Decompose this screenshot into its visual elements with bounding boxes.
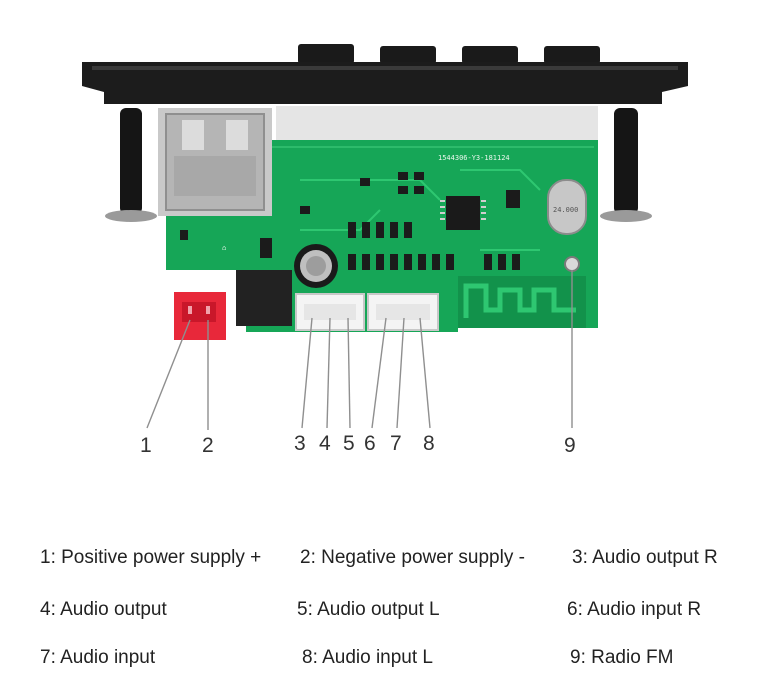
callout-9: 9 (564, 434, 576, 457)
display-window (276, 106, 598, 144)
legend-item-8: 8: Audio input L (302, 647, 433, 668)
module-diagram: 1544306-Y3-181124 ⌂ 24.000 (82, 44, 688, 457)
legend-item-4: 4: Audio output (40, 599, 167, 620)
front-panel (82, 62, 688, 104)
legend-item-7: 7: Audio input (40, 647, 156, 668)
callout-7: 7 (390, 432, 402, 455)
callout-3: 3 (294, 432, 306, 455)
mounting-posts (105, 108, 652, 222)
callout-8: 8 (423, 432, 435, 455)
panel-buttons (298, 44, 600, 64)
main-chip (440, 196, 486, 230)
capacitor (294, 244, 338, 288)
callout-1: 1 (140, 434, 152, 457)
legend-item-1: 1: Positive power supply + (40, 547, 262, 568)
voltage-regulator (236, 270, 292, 326)
callout-5: 5 (343, 432, 355, 455)
callout-4: 4 (319, 432, 331, 455)
legend-item-3: 3: Audio output R (572, 547, 718, 568)
power-connector (174, 292, 226, 340)
usb-port (158, 108, 272, 216)
smd-components (180, 172, 520, 270)
legend-item-5: 5: Audio output L (297, 599, 440, 620)
legend-item-6: 6: Audio input R (567, 599, 702, 620)
callout-numbers: 1 2 3 4 5 6 7 8 9 (140, 432, 576, 457)
crystal-label: 24.000 (553, 206, 578, 214)
legend-item-9: 9: Radio FM (570, 647, 674, 668)
pcb-code-text: 1544306-Y3-181124 (438, 154, 510, 162)
callout-6: 6 (364, 432, 376, 455)
legend-item-2: 2: Negative power supply - (300, 547, 525, 568)
leader-lines (146, 270, 573, 430)
crystal-oscillator: 24.000 (547, 179, 587, 235)
svg-text:⌂: ⌂ (222, 244, 226, 252)
antenna-trace (458, 276, 586, 328)
callout-2: 2 (202, 434, 214, 457)
fm-pad (564, 256, 580, 272)
